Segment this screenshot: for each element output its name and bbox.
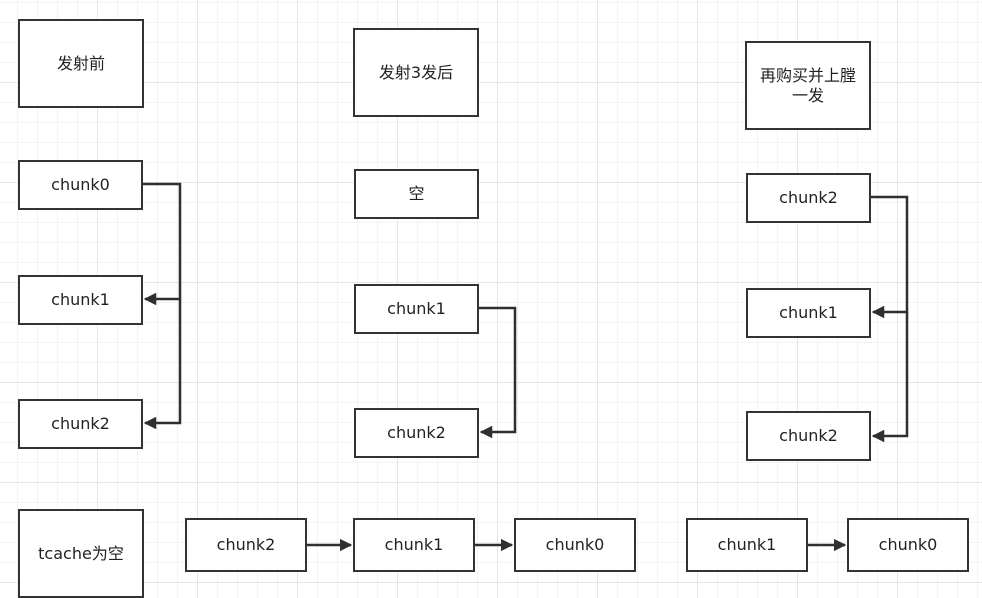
after-fire-chunk1: chunk1	[354, 284, 479, 334]
link-before-chunk1-to-chunk2	[143, 299, 182, 430]
tcache-a-chunk0: chunk0	[514, 518, 636, 572]
tcache-label: tcache为空	[18, 509, 144, 598]
after-fire-chunk2: chunk2	[354, 408, 479, 458]
before-chunk1: chunk1	[18, 275, 143, 325]
rebuy-chunk2-top: chunk2	[746, 173, 871, 223]
rebuy-chunk1: chunk1	[746, 288, 871, 338]
link-after-fire-chunk1-to-chunk2	[479, 306, 517, 439]
link-rebuy-chunk2-to-chunk1	[871, 195, 909, 319]
after-fire-empty: 空	[354, 169, 479, 219]
tcache-a-chunk2: chunk2	[185, 518, 307, 572]
before-chunk0: chunk0	[18, 160, 143, 210]
link-before-chunk0-to-chunk1	[143, 182, 182, 306]
title-rebuy: 再购买并上膛 一发	[745, 41, 871, 130]
title-after-fire: 发射3发后	[353, 28, 479, 117]
title-before: 发射前	[18, 19, 144, 108]
tcache-a-chunk1: chunk1	[353, 518, 475, 572]
before-chunk2: chunk2	[18, 399, 143, 449]
rebuy-chunk2-bottom: chunk2	[746, 411, 871, 461]
tcache-b-chunk0: chunk0	[847, 518, 969, 572]
link-rebuy-chunk1-to-chunk2	[871, 312, 909, 443]
tcache-b-chunk1: chunk1	[686, 518, 808, 572]
